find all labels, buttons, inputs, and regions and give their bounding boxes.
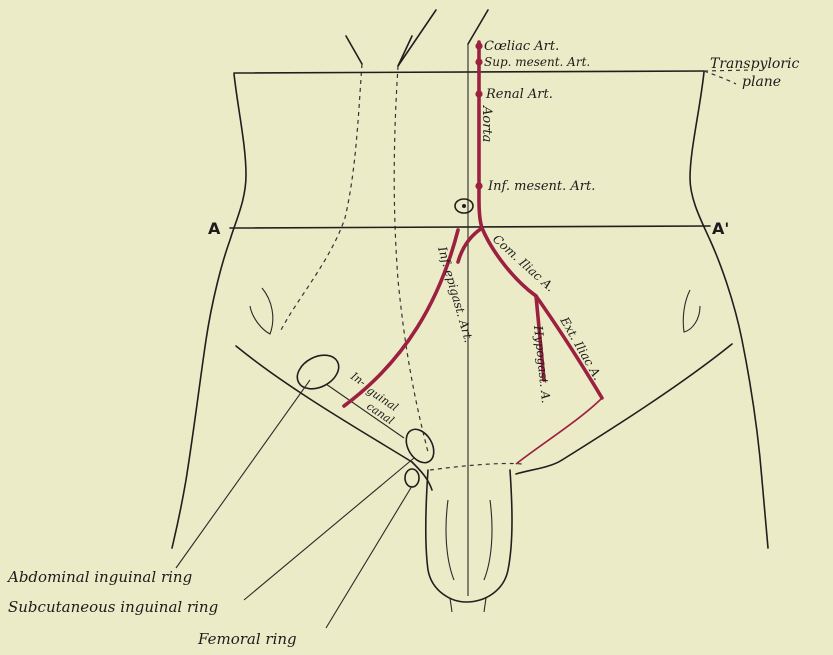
center-dashed-curve [394, 66, 428, 452]
renal-label: Renal Art. [485, 87, 553, 102]
transpyloric-label-line1: Transpyloric [710, 56, 800, 72]
aorta-label: Aorta [479, 105, 494, 142]
penis-inner-left [446, 500, 454, 580]
scrotum-right-curve [516, 460, 562, 474]
left-iliac-path [458, 228, 482, 262]
sternum-right-line [398, 36, 412, 66]
inguinal-label-1: In- [347, 369, 368, 389]
transpyloric-plane-line [234, 71, 704, 73]
abdominal-ring-label: Abdominal inguinal ring [6, 568, 192, 586]
penis-inner-right [484, 500, 492, 580]
right-flank-line [690, 72, 768, 548]
transpyloric-label-line2: plane [742, 74, 781, 90]
subcutaneous-ring-leader [244, 458, 414, 600]
left-flank-line [172, 74, 246, 548]
abdominal-ring-shape [292, 348, 345, 395]
right-iliac-hint [683, 290, 700, 332]
femoral-ring-leader [326, 486, 412, 628]
inf-epigast-label: Inf. epigast. Art. [435, 244, 476, 344]
sup-mesent-dot [475, 58, 482, 65]
subcutaneous-ring-shape [401, 424, 440, 467]
upper-left-line [398, 10, 436, 66]
inf-mesent-dot [475, 182, 482, 189]
genitalia-outline [412, 460, 562, 612]
scrotum-top-dashed [430, 463, 522, 470]
hypogast-label: Hypogast. A. [531, 324, 553, 404]
body-outline [172, 10, 768, 548]
text-labels: Cœliac Art. Sup. mesent. Art. Renal Art.… [6, 39, 800, 648]
umbilicus-center [462, 204, 466, 208]
coeliac-label: Cœliac Art. [484, 39, 559, 54]
femoral-ring-label: Femoral ring [197, 630, 297, 648]
sup-mesent-label: Sup. mesent. Art. [484, 55, 590, 69]
vas-path [516, 398, 602, 464]
ext-iliac-label: Ext. Iliac A. [557, 314, 605, 383]
left-dashed-curve [280, 64, 362, 332]
coeliac-dot [475, 42, 482, 49]
left-iliac-hint [250, 288, 273, 334]
plane-a-left-label: A [208, 219, 221, 238]
renal-dot [475, 90, 482, 97]
sternum-left-line [346, 36, 362, 64]
plane-a-line [230, 226, 710, 228]
plane-a-right-label: A' [712, 219, 729, 238]
femoral-ring-shape [405, 469, 419, 487]
subcutaneous-ring-label: Subcutaneous inguinal ring [8, 598, 218, 616]
penis-outline [426, 470, 512, 602]
inf-mesent-label: Inf. mesent. Art. [487, 179, 595, 194]
